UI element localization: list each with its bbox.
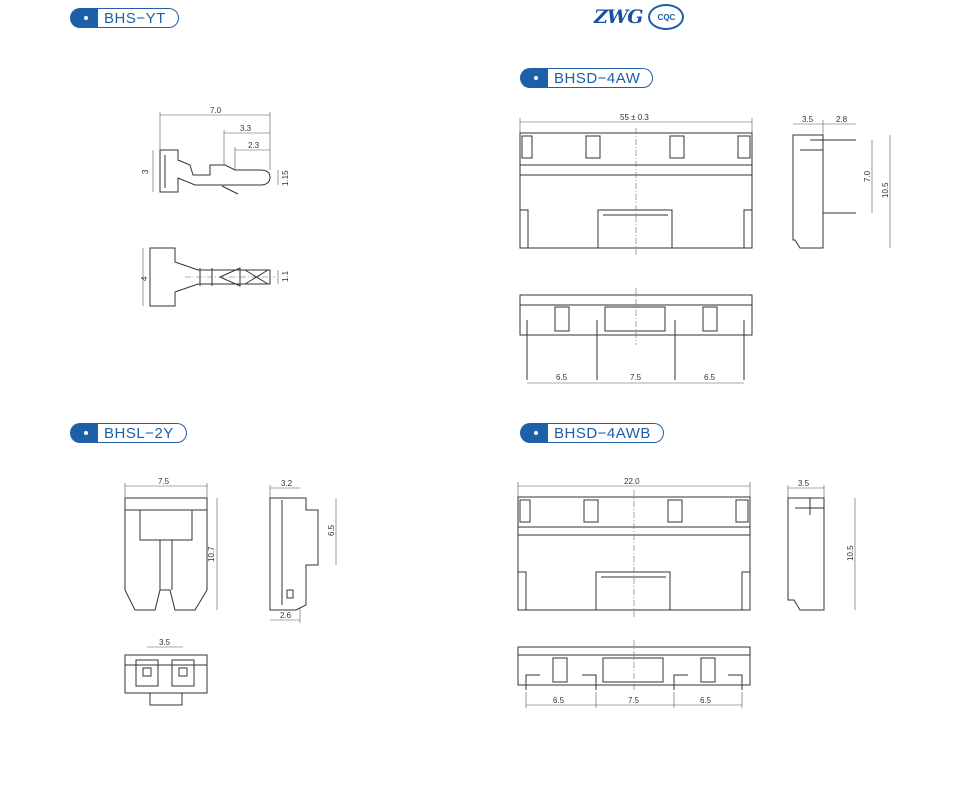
bhsd-4aw-bottom-view: 6.5 7.5 6.5 xyxy=(519,288,753,384)
dim-aw-side-b: 2.8 xyxy=(836,115,848,124)
bhs-yt-tag: BHS−YT xyxy=(70,8,179,28)
dim-awb-width: 22.0 xyxy=(624,477,640,486)
bhsl-2y-bottom-view: 3.5 xyxy=(124,638,208,706)
dim-awb-pitch-2: 7.5 xyxy=(628,696,640,705)
dim-aw-pitch-2: 7.5 xyxy=(630,373,642,382)
brand-logo: ZWG xyxy=(594,6,643,28)
dim-awb-side-width: 3.5 xyxy=(798,479,810,488)
dim-l2-side-height: 6.5 xyxy=(327,524,336,536)
bhsd-4awb-front-view: 22.0 xyxy=(517,477,751,617)
dim-yt-top-thickness: 1.1 xyxy=(281,270,290,282)
company-logo: ZWG CQC xyxy=(594,4,685,30)
dim-yt-height: 3 xyxy=(141,169,150,174)
dim-aw-pitch-3: 6.5 xyxy=(704,373,716,382)
dim-l2-bottom: 2.6 xyxy=(280,611,292,620)
dim-l2-width: 7.5 xyxy=(158,477,170,486)
bhs-yt-label: BHS−YT xyxy=(98,8,179,28)
bhsl-2y-tag: BHSL−2Y xyxy=(70,423,187,443)
dim-aw-width: 55 ± 0.3 xyxy=(620,113,649,122)
dim-yt-b: 2.3 xyxy=(248,141,260,150)
bhsl-2y-front-view: 7.5 10.7 xyxy=(124,477,218,611)
dim-l2-side-width: 3.2 xyxy=(281,479,293,488)
dim-awb-height: 10.5 xyxy=(846,545,855,561)
cqc-badge-icon: CQC xyxy=(648,4,685,30)
bhsd-4awb-label: BHSD−4AWB xyxy=(548,423,664,443)
dim-l2-height: 10.7 xyxy=(207,546,216,562)
bhsl-2y-label: BHSL−2Y xyxy=(98,423,187,443)
bhsd-4aw-side-view: 3.5 2.8 7.0 10.5 xyxy=(792,115,891,249)
dim-yt-a: 3.3 xyxy=(240,124,252,133)
dim-awb-pitch-1: 6.5 xyxy=(553,696,565,705)
dim-awb-pitch-3: 6.5 xyxy=(700,696,712,705)
dim-yt-top-height: 4 xyxy=(140,276,149,281)
bhs-yt-side-view: 7.0 3.3 2.3 3 1.15 xyxy=(141,106,290,195)
bhsd-4aw-label: BHSD−4AW xyxy=(548,68,654,88)
dim-yt-width: 7.0 xyxy=(210,106,222,115)
bhsd-4awb-side-view: 3.5 10.5 xyxy=(787,479,856,611)
dim-l2-pitch: 3.5 xyxy=(159,638,171,647)
dim-aw-height-a: 7.0 xyxy=(863,170,872,182)
dim-aw-pitch-1: 6.5 xyxy=(556,373,568,382)
bhsd-4awb-bottom-view: 6.5 7.5 6.5 xyxy=(517,640,751,708)
bhs-yt-top-view: 4 1.1 xyxy=(140,247,290,307)
dim-yt-thickness: 1.15 xyxy=(281,170,290,186)
bhsl-2y-side-view: 3.2 6.5 2.6 xyxy=(269,479,337,623)
bhsd-4aw-front-view: 55 ± 0.3 xyxy=(519,113,753,255)
dim-aw-side-a: 3.5 xyxy=(802,115,814,124)
bhsd-4aw-tag: BHSD−4AW xyxy=(520,68,654,88)
bhsd-4awb-tag: BHSD−4AWB xyxy=(520,423,664,443)
dim-aw-height-b: 10.5 xyxy=(881,182,890,198)
